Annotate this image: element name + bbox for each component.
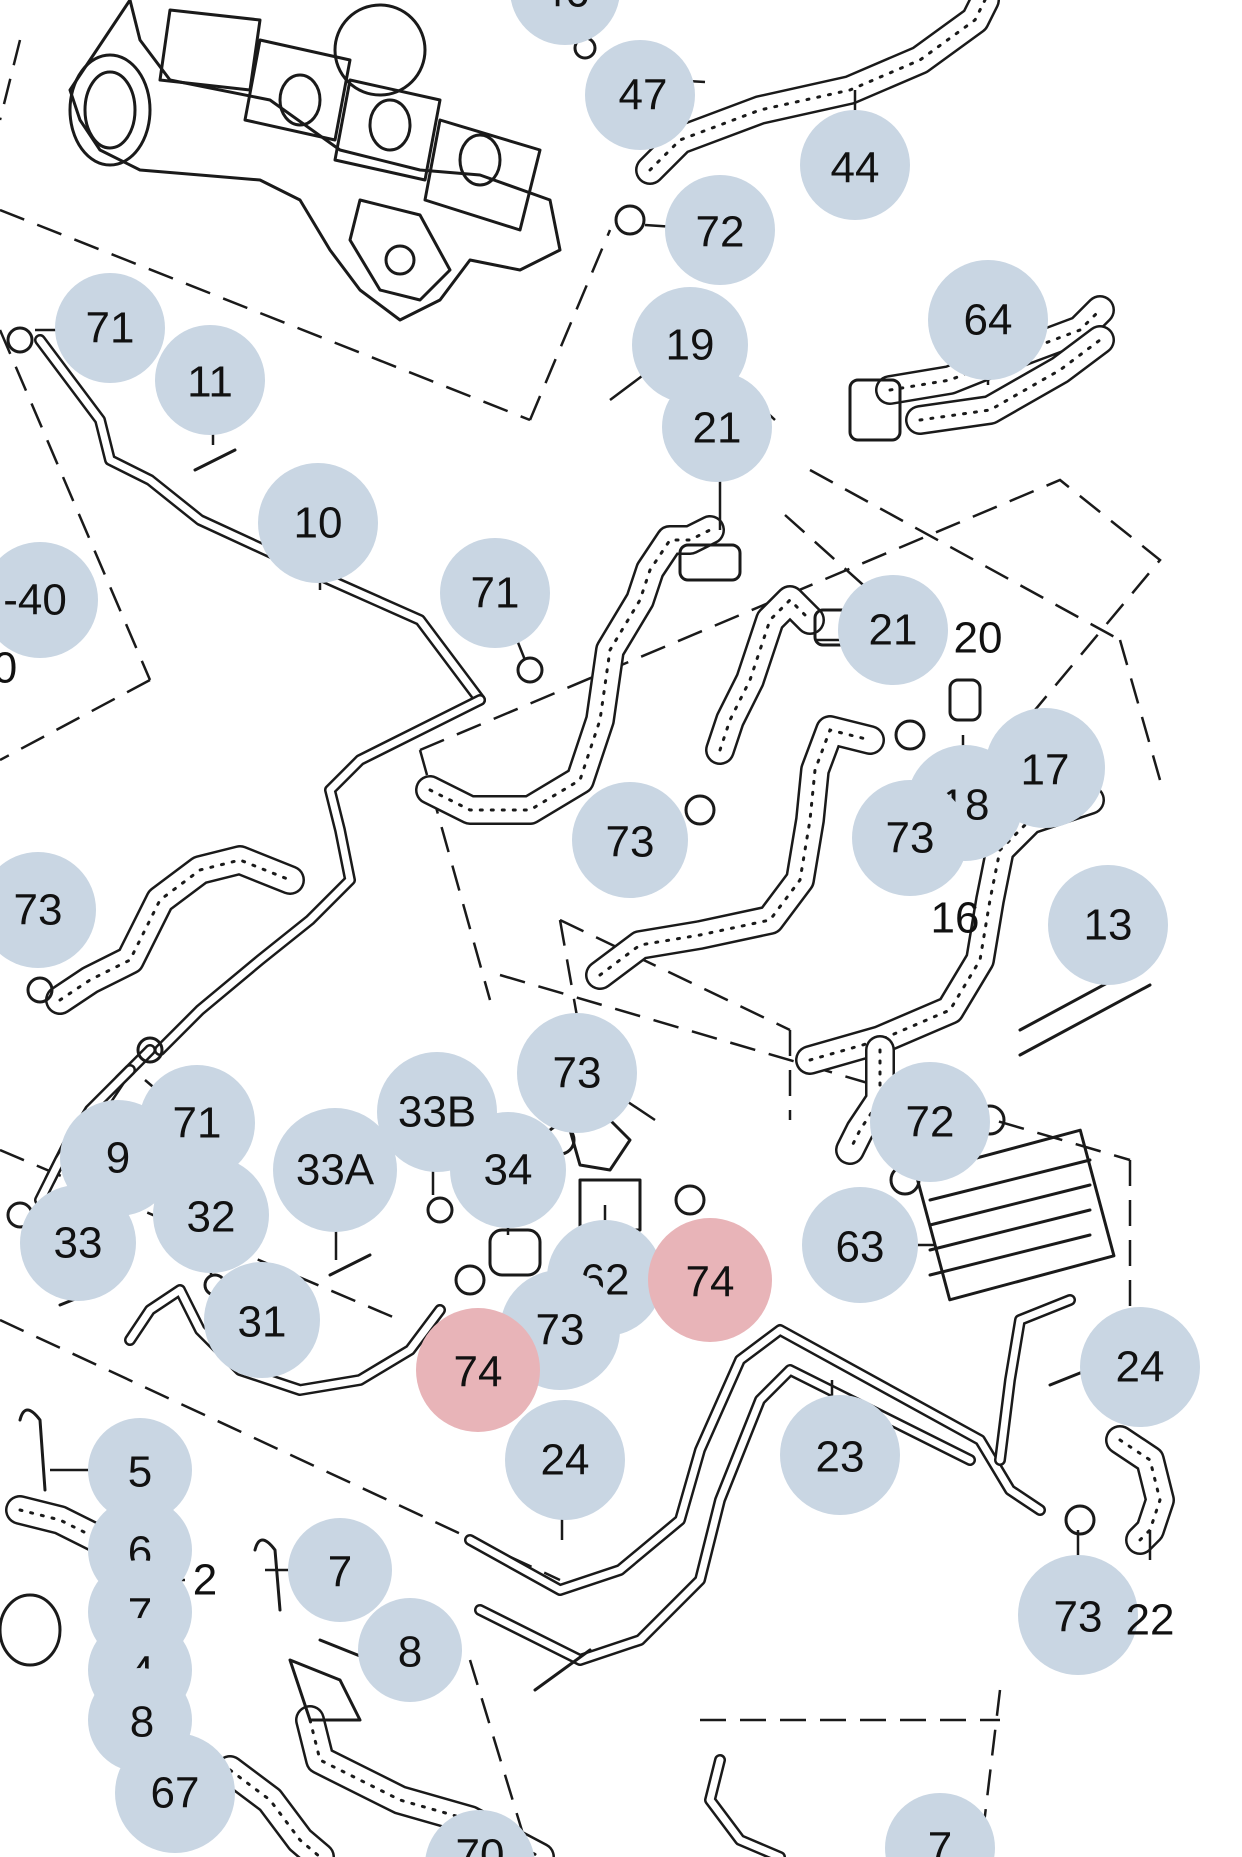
callout-21[interactable]: 21 — [662, 372, 772, 482]
callout-47[interactable]: 47 — [585, 40, 695, 150]
svg-text:71: 71 — [173, 1099, 222, 1148]
label-2: 2 — [193, 1556, 217, 1605]
svg-text:33A: 33A — [296, 1146, 375, 1195]
svg-text:19: 19 — [666, 321, 715, 370]
callout-71[interactable]: 71 — [55, 273, 165, 383]
svg-text:33: 33 — [54, 1219, 103, 1268]
svg-text:71: 71 — [471, 569, 520, 618]
callout-13[interactable]: 13 — [1048, 865, 1168, 985]
callout-21[interactable]: 21 — [838, 575, 948, 685]
svg-text:24: 24 — [541, 1436, 590, 1485]
callout-73[interactable]: 73 — [1018, 1555, 1138, 1675]
svg-text:67: 67 — [151, 1769, 200, 1818]
svg-text:34: 34 — [484, 1146, 533, 1195]
callout-73[interactable]: 73 — [0, 852, 96, 968]
callout-32[interactable]: 32 — [153, 1157, 269, 1273]
svg-text:17: 17 — [1021, 746, 1070, 795]
svg-text:63: 63 — [836, 1223, 885, 1272]
svg-text:21: 21 — [693, 404, 742, 453]
rigid-pipes — [34, 334, 1076, 1857]
svg-text:8: 8 — [130, 1698, 154, 1747]
label-16: 16 — [931, 894, 980, 943]
callout-bubbles: 46 47 44 72 71 11 19 21 64 10 -40 71 21 … — [0, 0, 1200, 1857]
svg-text:7: 7 — [928, 1824, 952, 1857]
svg-text:73: 73 — [886, 814, 935, 863]
callout-7[interactable]: 7 — [288, 1518, 392, 1622]
svg-text:32: 32 — [187, 1193, 236, 1242]
svg-text:72: 72 — [906, 1098, 955, 1147]
callout-64[interactable]: 64 — [928, 260, 1048, 380]
svg-text:8: 8 — [398, 1628, 422, 1677]
callout-23[interactable]: 23 — [780, 1395, 900, 1515]
svg-text:24: 24 — [1116, 1343, 1165, 1392]
callout-73[interactable]: 73 — [572, 782, 688, 898]
svg-text:71: 71 — [86, 304, 135, 353]
svg-text:33B: 33B — [398, 1088, 476, 1137]
plain-labels: 20 16 2 22 0 — [0, 614, 1174, 1645]
callout-24[interactable]: 24 — [505, 1400, 625, 1520]
svg-text:70: 70 — [456, 1831, 505, 1857]
label-20: 20 — [954, 614, 1003, 663]
callout-31[interactable]: 31 — [204, 1262, 320, 1378]
callout-8[interactable]: 8 — [358, 1598, 462, 1702]
callout-71[interactable]: 71 — [440, 538, 550, 648]
callout-63[interactable]: 63 — [802, 1187, 918, 1303]
svg-text:64: 64 — [964, 296, 1013, 345]
callout-34[interactable]: 34 — [450, 1112, 566, 1228]
svg-text:72: 72 — [696, 208, 745, 257]
callout-5[interactable]: 5 — [88, 1418, 192, 1522]
callout-70[interactable]: 70 — [425, 1810, 535, 1857]
svg-text:5: 5 — [128, 1448, 152, 1497]
svg-text:-40: -40 — [3, 576, 67, 625]
svg-text:23: 23 — [816, 1433, 865, 1482]
callout-67[interactable]: 67 — [115, 1733, 235, 1853]
svg-text:31: 31 — [238, 1298, 287, 1347]
callout-33a[interactable]: 33A — [273, 1108, 397, 1232]
callout-46[interactable]: 46 — [510, 0, 620, 45]
callout-11[interactable]: 11 — [155, 325, 265, 435]
svg-text:73: 73 — [1054, 1593, 1103, 1642]
callout-33[interactable]: 33 — [20, 1185, 136, 1301]
svg-text:73: 73 — [14, 886, 63, 935]
callout-40[interactable]: -40 — [0, 542, 98, 658]
callout-74[interactable]: 74 — [648, 1218, 772, 1342]
callout-7[interactable]: 7 — [885, 1793, 995, 1857]
svg-text:11: 11 — [187, 358, 233, 407]
callout-73[interactable]: 73 — [852, 780, 968, 896]
turbocharger-manifold — [68, 0, 562, 322]
callout-72[interactable]: 72 — [870, 1062, 990, 1182]
callout-72[interactable]: 72 — [665, 175, 775, 285]
svg-text:13: 13 — [1084, 901, 1133, 950]
label-0: 0 — [0, 644, 17, 693]
svg-text:21: 21 — [869, 606, 918, 655]
callout-24[interactable]: 24 — [1080, 1307, 1200, 1427]
callout-73[interactable]: 73 — [517, 1013, 637, 1133]
svg-text:74: 74 — [686, 1258, 735, 1307]
svg-text:73: 73 — [553, 1049, 602, 1098]
callout-44[interactable]: 44 — [800, 110, 910, 220]
svg-text:7: 7 — [328, 1548, 352, 1597]
callout-10[interactable]: 10 — [258, 463, 378, 583]
svg-text:73: 73 — [536, 1306, 585, 1355]
callout-74[interactable]: 74 — [416, 1308, 540, 1432]
svg-text:9: 9 — [106, 1134, 130, 1183]
svg-text:10: 10 — [294, 499, 343, 548]
svg-text:46: 46 — [541, 0, 590, 17]
label-22: 22 — [1126, 1596, 1175, 1645]
svg-text:44: 44 — [831, 144, 880, 193]
svg-text:47: 47 — [619, 71, 668, 120]
svg-text:73: 73 — [606, 818, 655, 867]
svg-text:74: 74 — [454, 1348, 503, 1397]
